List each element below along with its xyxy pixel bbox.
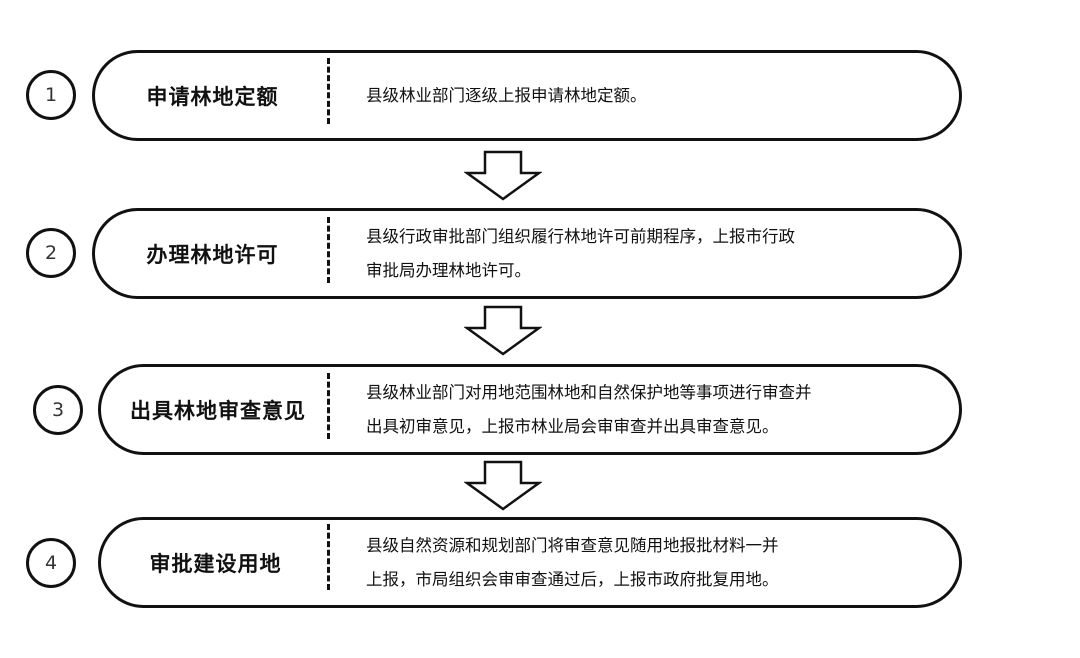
step-description-line: 县级林业部门逐级上报申请林地定额。 — [366, 85, 647, 105]
step-description: 县级自然资源和规划部门将审查意见随用地报批材料一并 上报，市局组织会审审查通过后… — [366, 517, 779, 608]
step-divider — [327, 217, 330, 283]
step-description: 县级林业部门对用地范围林地和自然保护地等事项进行审查并 出具初审意见，上报市林业… — [366, 364, 812, 455]
step-number: 2 — [44, 242, 58, 264]
step-capsule-1 — [92, 50, 962, 141]
step-description-line: 上报，市局组织会审审查通过后，上报市政府批复用地。 — [366, 569, 779, 589]
step-description-line: 县级行政审批部门组织履行林地许可前期程序，上报市行政 — [366, 226, 795, 246]
step-divider — [327, 373, 330, 439]
step-number-circle: 2 — [26, 228, 76, 278]
step-number-circle: 3 — [33, 385, 83, 435]
step-title: 出具林地审查意见 — [130, 398, 306, 423]
down-arrow-icon — [464, 305, 542, 356]
step-description: 县级行政审批部门组织履行林地许可前期程序，上报市行政 审批局办理林地许可。 — [366, 208, 795, 299]
step-title: 审批建设用地 — [149, 551, 282, 576]
step-title: 办理林地许可 — [146, 242, 279, 267]
step-description-line: 县级自然资源和规划部门将审查意见随用地报批材料一并 — [366, 535, 779, 555]
step-capsule-2 — [92, 208, 962, 299]
step-capsule-3 — [98, 364, 962, 455]
step-number: 4 — [44, 552, 58, 574]
step-title: 申请林地定额 — [146, 84, 279, 109]
step-number: 1 — [44, 84, 58, 106]
step-divider — [327, 524, 330, 590]
step-number-circle: 1 — [26, 70, 76, 120]
down-arrow-icon — [464, 460, 542, 511]
step-description-line: 出具初审意见，上报市林业局会审审查并出具审查意见。 — [366, 416, 779, 436]
step-description-line: 县级林业部门对用地范围林地和自然保护地等事项进行审查并 — [366, 382, 812, 402]
step-divider — [327, 58, 330, 124]
step-capsule-4 — [98, 517, 962, 608]
step-description-line: 审批局办理林地许可。 — [366, 260, 531, 280]
step-number: 3 — [51, 399, 65, 421]
step-description: 县级林业部门逐级上报申请林地定额。 — [366, 50, 647, 141]
down-arrow-icon — [464, 150, 542, 201]
step-number-circle: 4 — [26, 538, 76, 588]
